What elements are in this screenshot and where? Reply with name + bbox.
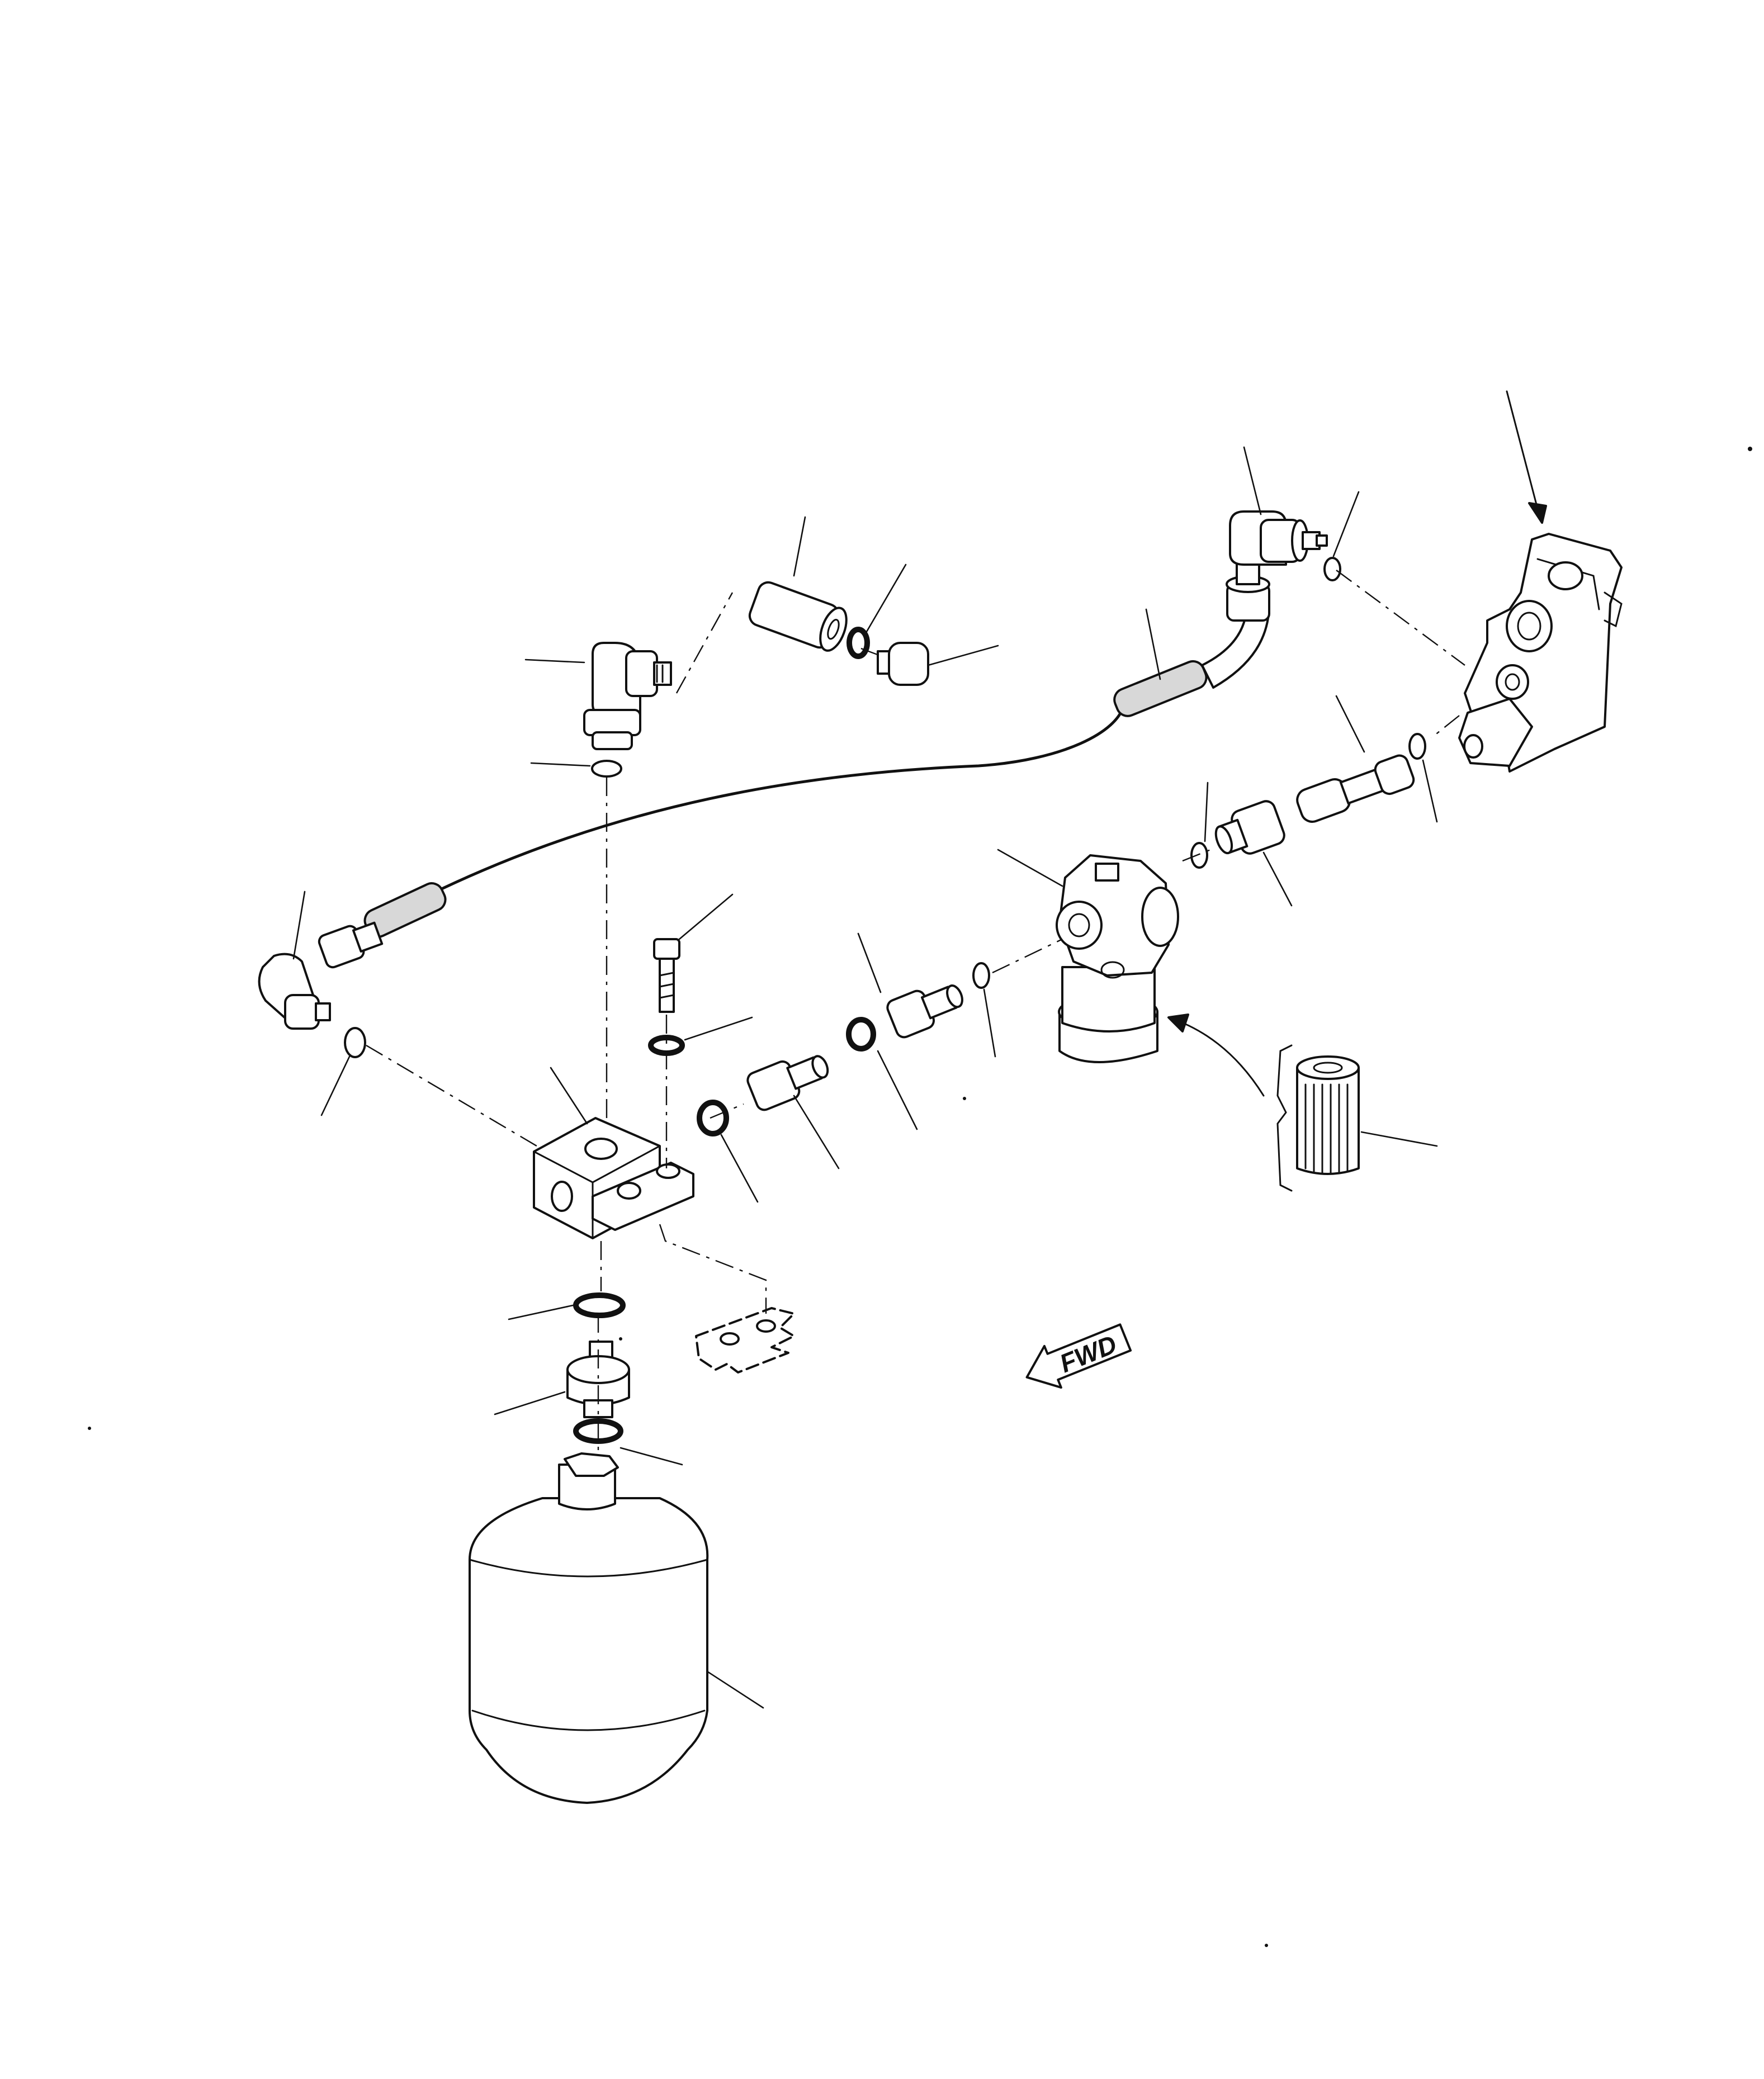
hose-sleeve-right bbox=[1113, 660, 1208, 717]
elbow-fitting-left bbox=[258, 921, 384, 1030]
o-ring-right-inner bbox=[1190, 842, 1208, 869]
accumulator-tank bbox=[469, 1452, 709, 1804]
fitting-chain-right bbox=[1214, 754, 1415, 855]
elbow-fitting-top-left bbox=[583, 642, 672, 750]
elbow-fitting-top-right bbox=[1229, 510, 1328, 566]
o-ring-left bbox=[344, 1027, 366, 1058]
bolt bbox=[653, 938, 680, 1013]
o-ring-right-outer bbox=[1408, 733, 1426, 760]
washer-accumulator-upper bbox=[573, 1292, 626, 1318]
coupling-sleeve bbox=[748, 581, 848, 652]
plug-cap bbox=[877, 642, 929, 686]
fitting-chain-middle bbox=[697, 984, 963, 1136]
filter-element bbox=[1296, 1055, 1360, 1175]
center-lines bbox=[366, 570, 1465, 1453]
valve-block-arrow bbox=[1506, 390, 1539, 510]
o-ring-top-left bbox=[591, 760, 622, 778]
o-ring-filter-inlet bbox=[972, 962, 990, 989]
valve-block-right bbox=[1458, 533, 1623, 773]
o-ring-cap bbox=[846, 627, 870, 659]
adapter-fitting bbox=[566, 1341, 630, 1418]
mounting-block bbox=[533, 1117, 694, 1239]
filter-housing bbox=[1056, 854, 1179, 1063]
o-ring-top-right bbox=[1323, 557, 1341, 581]
forward-direction-arrow: FWD bbox=[1025, 1323, 1132, 1389]
bracket-plate bbox=[695, 1307, 795, 1374]
leader-lines bbox=[292, 446, 1438, 1709]
